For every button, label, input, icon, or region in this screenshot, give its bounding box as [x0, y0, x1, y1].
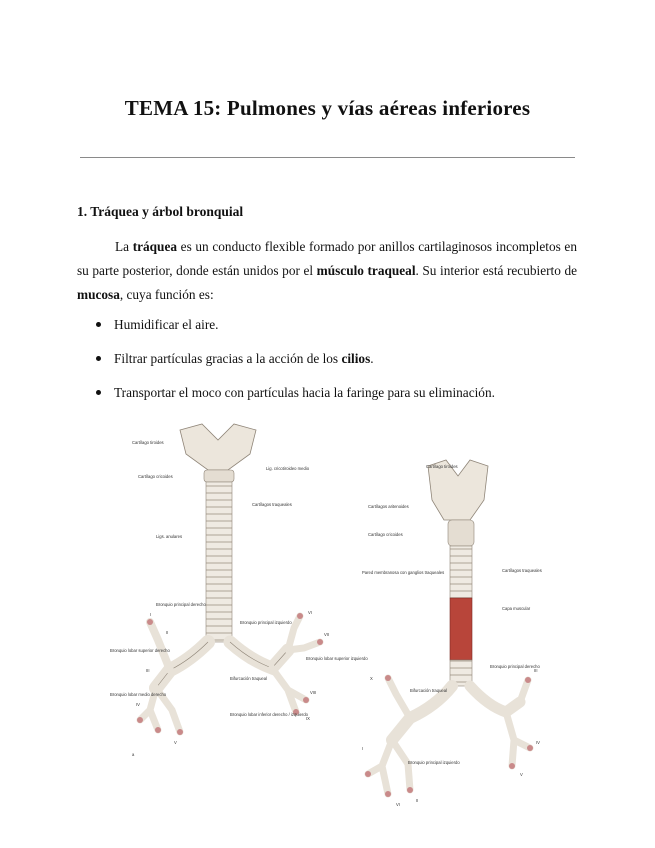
text-run: Transportar el moco con partículas hacia…	[114, 385, 495, 400]
figure-label: Bronquio principal derecho	[490, 664, 540, 669]
figure-label: VI	[308, 610, 312, 615]
figure-label: IV	[536, 740, 540, 745]
figure-label: II	[166, 630, 168, 635]
figure-label: Bifurcación traqueal	[230, 676, 267, 681]
figure-label: Bronquio lobar medio derecho	[110, 692, 167, 697]
figure-label: Cartílago cricoides	[138, 474, 173, 479]
figure-label: III	[534, 668, 538, 673]
title-divider	[80, 157, 575, 158]
figure-label: Lig. cricotiroideo medio	[266, 466, 310, 471]
figure-label: Bronquio principal izquierdo	[240, 620, 292, 625]
intro-paragraph: La tráquea es un conducto flexible forma…	[77, 235, 577, 307]
text-run: La	[115, 239, 133, 254]
figure-label: Pared membranosa con ganglios traqueales	[362, 570, 444, 575]
figure-label: Cartílago tiroides	[426, 464, 458, 469]
text-run: Filtrar partículas gracias a la acción d…	[114, 351, 342, 366]
bullet-dot-icon	[96, 356, 101, 361]
figure-label: I	[362, 746, 363, 751]
text-run: Humidificar el aire.	[114, 317, 219, 332]
left-trachea-illustration	[136, 423, 324, 736]
figure-label: VIII	[310, 690, 316, 695]
figure-label: Cartílagos aritenoides	[368, 504, 409, 509]
function-list: Humidificar el aire. Filtrar partículas g…	[77, 316, 577, 418]
text-run: . Su interior está recubierto de	[415, 263, 577, 278]
figure-label: V	[520, 772, 523, 777]
figure-label: VII	[324, 632, 329, 637]
figure-label: III	[146, 668, 150, 673]
bold-term: músculo traqueal	[316, 263, 416, 278]
list-item: Transportar el moco con partículas hacia…	[77, 384, 577, 418]
figure-label: Cartílagos traqueales	[252, 502, 292, 507]
figure-label: V	[174, 740, 177, 745]
figure-label: Cartílago cricoides	[368, 532, 403, 537]
figure-label: X	[370, 676, 373, 681]
figure-label: Bronquio principal izquierdo	[408, 760, 460, 765]
text-run: es un conducto flexible formado por anil…	[77, 239, 577, 278]
figure-label: Bronquio lobar superior derecho	[110, 648, 170, 653]
figure-label: Capa muscular	[502, 606, 531, 611]
bold-term: cilios	[341, 351, 371, 366]
right-trachea-illustration	[364, 459, 534, 798]
figure-label: a	[132, 752, 135, 757]
bullet-dot-icon	[96, 322, 101, 327]
figure-label: Bronquio lobar superior izquierdo	[306, 656, 368, 661]
figure-label: Ligs. anulares	[156, 534, 182, 539]
list-item: Filtrar partículas gracias a la acción d…	[77, 350, 577, 384]
figure-label: I	[150, 612, 151, 617]
figure-label: IX	[306, 716, 310, 721]
figure-label: VI	[396, 802, 400, 807]
figure-label: Bronquio principal derecho	[156, 602, 206, 607]
bold-term: tráquea	[132, 239, 178, 254]
text-run: .	[370, 351, 374, 366]
figure-label: Bronquio lobar inferior derecho / izquie…	[230, 712, 309, 717]
figure-label: Bifurcación traqueal	[410, 688, 447, 693]
figure-label: Cartílagos traqueales	[502, 568, 542, 573]
text-run: , cuya función es:	[119, 287, 214, 302]
bullet-dot-icon	[96, 390, 101, 395]
figure-label: II	[416, 798, 418, 803]
figure-label: Cartílago tiroides	[132, 440, 164, 445]
figure-label: IV	[136, 702, 140, 707]
page-title: TEMA 15: Pulmones y vías aéreas inferior…	[124, 96, 531, 120]
bold-term: mucosa	[77, 287, 120, 302]
section-heading: 1. Tráquea y árbol bronquial	[77, 204, 244, 219]
list-item: Humidificar el aire.	[77, 316, 577, 350]
